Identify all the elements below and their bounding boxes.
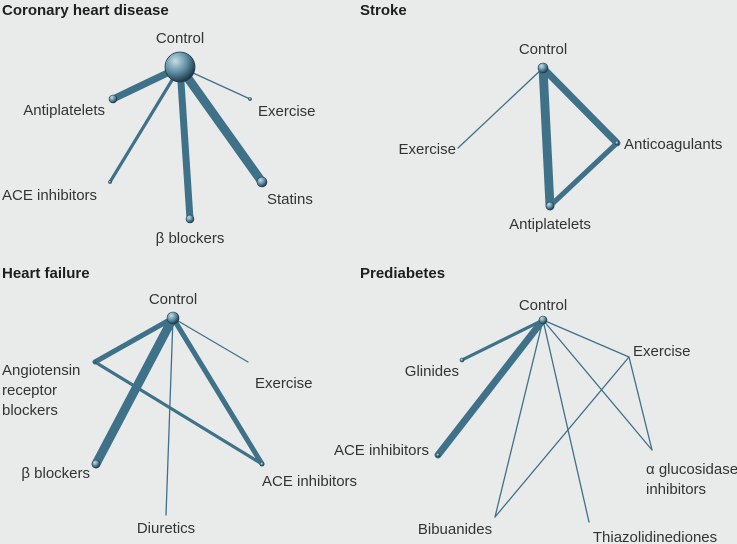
edge-arb-ace: [93, 360, 264, 466]
edge-control-exercise: [457, 67, 544, 149]
edge-control-beta: [91, 313, 178, 469]
edge-control-exercise: [542, 319, 630, 358]
node-label-line: receptor: [2, 382, 57, 399]
edge-exercise-biguanides: [494, 356, 630, 518]
panel-title: Stroke: [360, 2, 407, 19]
node-ace: [108, 180, 112, 184]
node-label-statins: Statins: [267, 191, 313, 208]
node-control: [537, 62, 549, 74]
node-label-exercise: Exercise: [633, 343, 691, 360]
node-control: [166, 311, 180, 325]
edge-control-exercise: [172, 317, 249, 363]
node-statins: [256, 176, 268, 188]
node-label-control: Control: [519, 297, 567, 314]
edge-control-ace: [434, 316, 547, 459]
node-label-control: Control: [149, 291, 197, 308]
edge-anticoagulants-antiplatelets: [547, 140, 620, 209]
node-label-ace: ACE inhibitors: [334, 442, 429, 459]
panel-title: Heart failure: [2, 265, 90, 282]
node-control: [538, 315, 548, 325]
edge-exercise-alpha: [628, 356, 653, 451]
node-label-alpha: α glucosidase inhibitors: [646, 461, 737, 498]
node-arb: [93, 360, 97, 364]
node-label-line: Angiotensin: [2, 362, 80, 379]
node-glinides: [459, 357, 465, 363]
node-label-antiplatelets: Antiplatelets: [509, 216, 591, 233]
node-beta: [185, 214, 195, 224]
node-label-diuretics: Diuretics: [137, 520, 195, 537]
node-label-beta: β blockers: [21, 465, 90, 482]
node-label-arb: Angiotensin receptor blockers: [2, 362, 80, 419]
edge-control-statins: [175, 62, 267, 187]
panel-title: Prediabetes: [360, 265, 445, 282]
edge-control-diuretics: [165, 317, 174, 516]
node-label-ace: ACE inhibitors: [262, 473, 357, 490]
node-label-antiplatelets: Antiplatelets: [23, 102, 105, 119]
node-label-line: α glucosidase: [646, 461, 737, 478]
node-control: [164, 51, 196, 83]
edge-control-anticoagulants: [539, 64, 621, 147]
node-antiplatelets: [108, 94, 118, 104]
edge-control-ace: [108, 65, 182, 184]
node-beta: [91, 459, 101, 469]
node-label-exercise: Exercise: [255, 375, 313, 392]
edge-control-alpha: [542, 319, 653, 451]
node-label-tzd: Thiazolidinediones: [593, 529, 717, 544]
node-label-exercise: Exercise: [258, 103, 316, 120]
node-label-anticoagulants: Anticoagulants: [624, 136, 722, 153]
node-label-beta: β blockers: [156, 230, 225, 247]
edge-control-tzd: [542, 319, 590, 523]
edge-control-arb: [92, 315, 176, 365]
edge-control-antiplatelets: [538, 63, 555, 211]
node-ace: [435, 452, 441, 458]
node-label-control: Control: [519, 41, 567, 58]
edge-control-beta: [176, 63, 194, 223]
node-label-control: Control: [156, 30, 204, 47]
node-ace: [259, 461, 265, 467]
edge-control-glinides: [460, 318, 545, 362]
node-antiplatelets: [545, 201, 555, 211]
node-label-biguanides: Bibuanides: [418, 521, 492, 538]
node-exercise: [248, 97, 252, 101]
node-label-ace: ACE inhibitors: [2, 187, 97, 204]
edge-control-biguanides: [494, 319, 544, 518]
node-label-line: inhibitors: [646, 481, 706, 498]
edge-control-ace: [170, 315, 265, 467]
node-label-glinides: Glinides: [405, 363, 459, 380]
node-label-exercise: Exercise: [398, 141, 456, 158]
node-anticoagulants: [614, 140, 620, 146]
panel-title: Coronary heart disease: [2, 2, 169, 19]
node-label-line: blockers: [2, 402, 58, 419]
